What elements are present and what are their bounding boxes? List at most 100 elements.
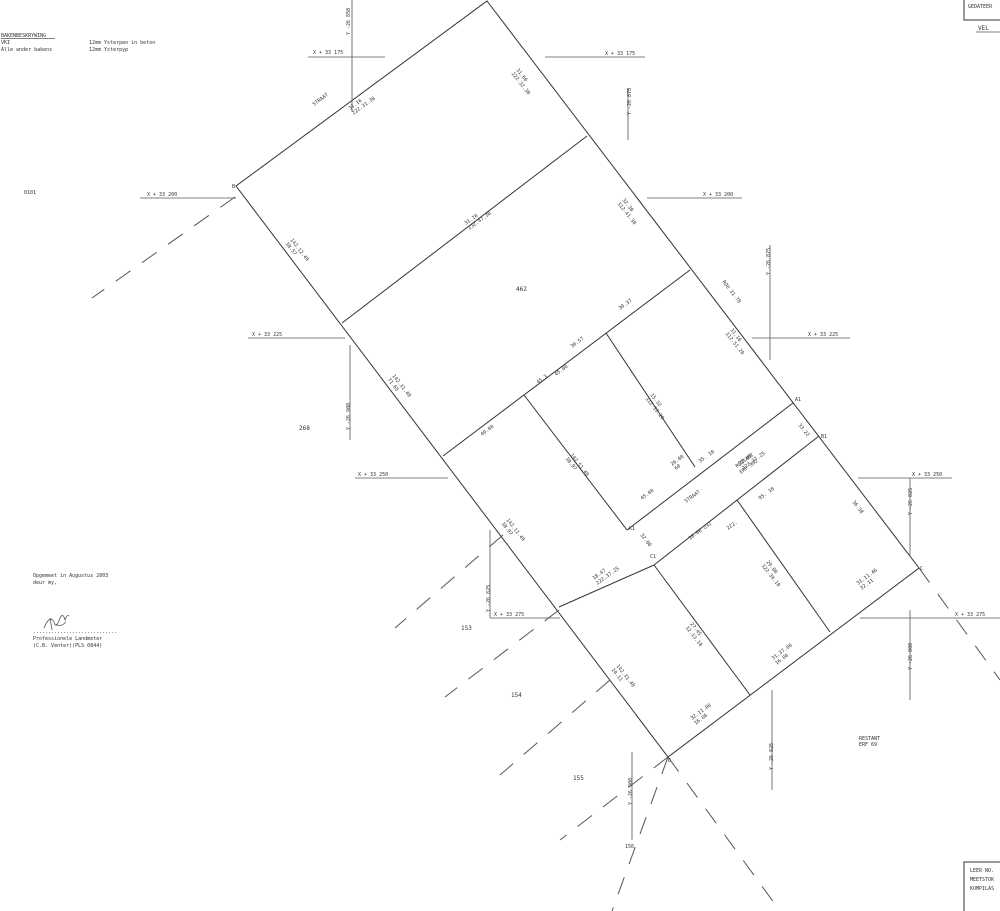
dimension-label: 60 [674,463,682,471]
street-label: STRAAT [684,489,702,504]
dimension-label: 142.31.4010.11 [610,664,636,693]
beacon-label: C [920,566,923,572]
parcel-number: 154 [511,692,522,699]
legend-row-symbol: Alle ander bakens [1,47,52,53]
street-labels: STRAAT STRAAT [312,92,702,504]
dimension-label: 15.32312.53.20 [644,393,670,422]
dimension-label: 18.00 232 [688,521,713,542]
title-box-text: GEDATEER [968,4,993,10]
grid-label: X + 33 275 [494,612,524,618]
signature-block: ............................ Professione… [33,615,117,649]
parcel-labels: 462 268 153 154 155 156 RESTANT ERF 392 … [299,286,880,850]
remainder-label: RESTANT [859,736,880,742]
info-box-line: LEER NO. [970,868,994,874]
info-box-line: MEETSTOK [970,877,994,883]
dashed-boundary [444,609,560,698]
dimension-label: 45.3 [536,374,549,386]
grid-label: X + 33 175 [605,51,635,57]
boundary-line [558,564,655,608]
dimension-label: 31.11.4632.11 [856,568,883,592]
grid-labels: X + 33 175 X + 33 175 X + 33 200 X + 33 … [147,8,985,805]
legend-row-symbol: VKI [1,40,10,46]
grid-label: Y -26 900 [346,403,352,430]
dimension-label: 45.00 [554,364,570,378]
dimension-label: 30.37 [618,298,634,312]
adjacent-boundaries [91,196,1000,911]
grid-label: Y -26 850 [346,8,352,35]
legend-row-text: 12mm Ysterpyp [89,47,128,53]
boundary-line [523,394,628,531]
parcel-number: 153 [461,625,472,632]
surveyor-name: (C.B. Venter)(PLS 0844) [33,643,102,649]
dimension-label: 31.16232.47.30 [464,206,493,232]
legend-title: BAKENBESKRYWING [1,33,46,39]
dashed-boundary [611,756,669,911]
dimension-label: 40.00 [480,424,496,438]
grid-label: Y -26 825 [486,585,492,612]
dimension-label: ROU 31.78 [720,280,741,305]
street-boundary-south [653,435,820,566]
info-box-fragment: LEER NO. MEETSTOK KOMPILAS [963,861,1000,911]
dimension-label: 95. 18 [758,486,776,501]
dimension-label: 31.66222.32.30 [510,68,536,97]
grid-label: Y -26 825 [769,743,775,770]
side-label: 0101 [24,190,36,196]
dimension-label: 32.11.0016.00 [690,703,717,727]
parcel-number: 268 [299,425,310,432]
title-box-border [963,0,1000,21]
dimension-label: 142.11.4038.97 [500,518,526,547]
boundary-line [653,564,751,696]
survey-note: Opgemeet in Augustus 2003 deur my, [33,573,108,586]
dashed-boundary [499,679,611,776]
parcel-boundaries [235,0,920,758]
grid-label: Y -26 875 [766,248,772,275]
outer-boundary [235,0,920,758]
remainder-label: ERF 69 [859,742,877,748]
parcel-number: 155 [573,775,584,782]
boundary-line [442,269,691,457]
info-box-line: KOMPILAS [970,886,994,892]
dimension-label: 32.00 [638,533,652,549]
beacon-labels: A1 B1 K1 C1 B C D [232,184,923,764]
dimension-label: 45.00 [640,488,656,502]
beacon-label: K1 [629,526,635,532]
title-box-fragment: GEDATEER VEL [963,0,1000,33]
dimension-label: 33.22 [796,423,810,439]
dimension-label: 36.38 [850,500,864,516]
grid-lines [140,0,1000,840]
grid-label: X + 33 175 [313,50,343,56]
signature-dots: ............................ [33,629,117,635]
beacon-label: D [668,758,671,764]
grid-label: Y -26 825 [908,488,914,515]
parcel-number: 462 [516,286,527,293]
grid-label: X + 33 200 [703,192,733,198]
boundary-line [736,499,831,633]
legend: BAKENBESKRYWING VKI 12mm Ysterpen in bet… [1,33,155,53]
grid-label: X + 33 250 [912,472,942,478]
street-boundary-north [626,402,794,531]
dashed-boundary [559,756,669,841]
dimension-label: 27.4532.13.10 [684,622,708,648]
info-box-border [963,861,1000,911]
dimension-label: 35. 18 [698,449,716,464]
beacon-label: C1 [650,554,656,560]
dimension-label: 142.12.4038.57 [284,238,310,267]
signature-scribble [43,615,70,631]
grid-label: X + 33 200 [147,192,177,198]
grid-label: X + 33 225 [252,332,282,338]
grid-label: X + 33 250 [358,472,388,478]
grid-label: X + 33 225 [808,332,838,338]
dimension-label: 142.31.4071.65 [386,374,412,403]
grid-label: Y -26 875 [627,88,633,115]
dimension-label: 32.30312.41.30 [616,198,642,227]
beacon-label: A1 [795,397,801,403]
legend-row-text: 12mm Ysterpen in beton [89,40,155,46]
dimension-label: 31.16312.51.20 [724,328,750,357]
dimension-label: 30.57 [570,336,586,350]
boundary-line [605,332,696,468]
dimension-label: 18.47222.37.25 [592,561,621,587]
dashed-boundary [394,534,504,629]
beacon-label: B [232,184,235,190]
dashed-boundary [918,567,1000,681]
